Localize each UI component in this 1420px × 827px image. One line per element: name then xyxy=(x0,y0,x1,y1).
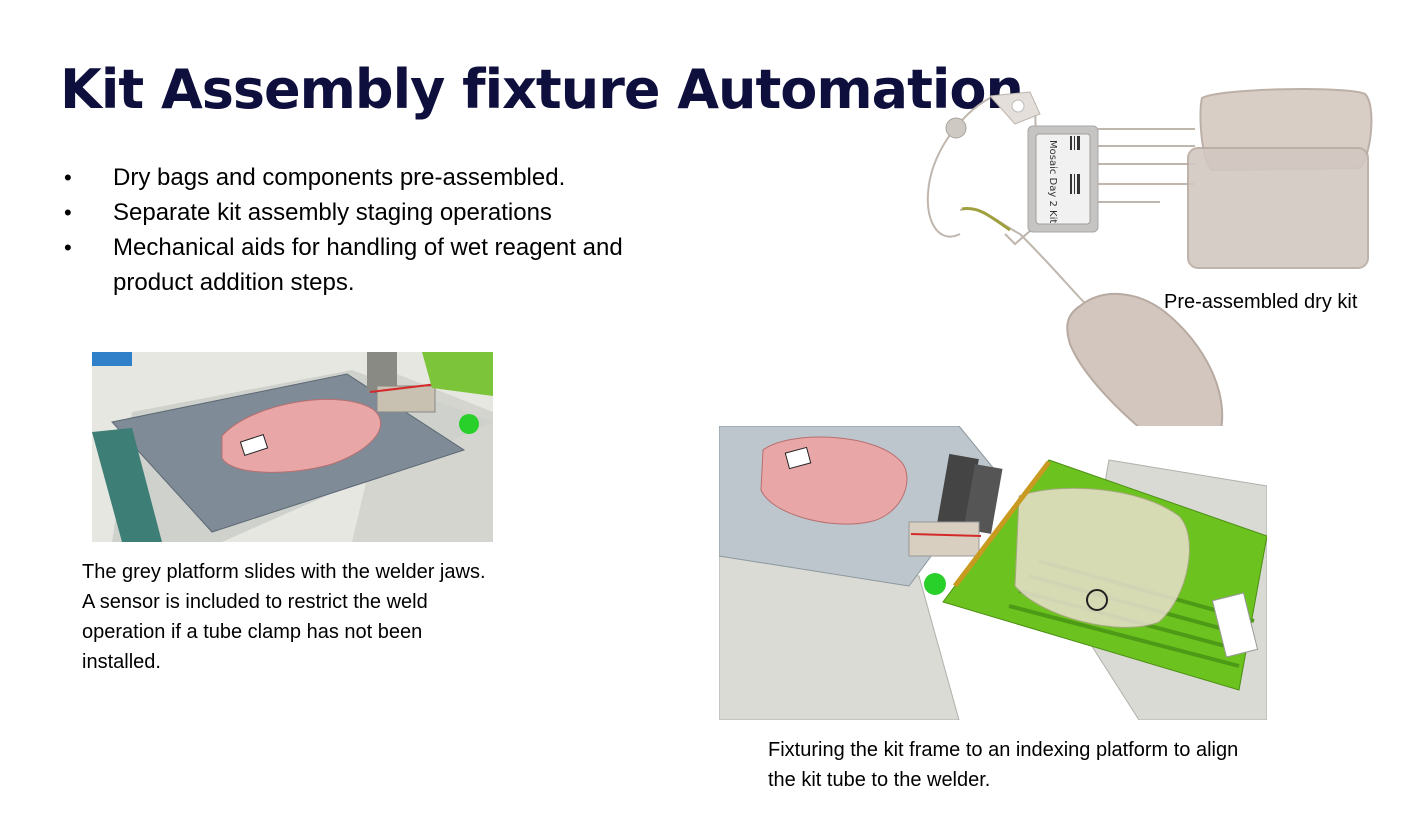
slide-title: Kit Assembly fixture Automation xyxy=(60,58,1024,121)
kit-frame-caption: Fixturing the kit frame to an indexing p… xyxy=(768,739,1239,791)
kit-frame-image xyxy=(719,426,1267,720)
caption-line: A sensor is included to restrict the wel… xyxy=(82,591,428,673)
bullet-list: Dry bags and components pre-assembled. S… xyxy=(62,160,652,300)
dry-kit-caption: Pre-assembled dry kit xyxy=(1164,291,1358,313)
grey-platform-caption: The grey platform slides with the welder… xyxy=(82,557,502,677)
grey-platform-image xyxy=(92,352,493,542)
bullet-item: Mechanical aids for handling of wet reag… xyxy=(62,230,652,300)
kit-label-text: Mosaic Day 2 Kit xyxy=(1047,140,1058,223)
bullet-item: Dry bags and components pre-assembled. xyxy=(62,160,652,195)
dry-kit-image: Mosaic Day 2 Kit xyxy=(920,84,1380,462)
caption-line: The grey platform slides with the welder… xyxy=(82,561,486,583)
bullet-item: Separate kit assembly staging operations xyxy=(62,195,652,230)
